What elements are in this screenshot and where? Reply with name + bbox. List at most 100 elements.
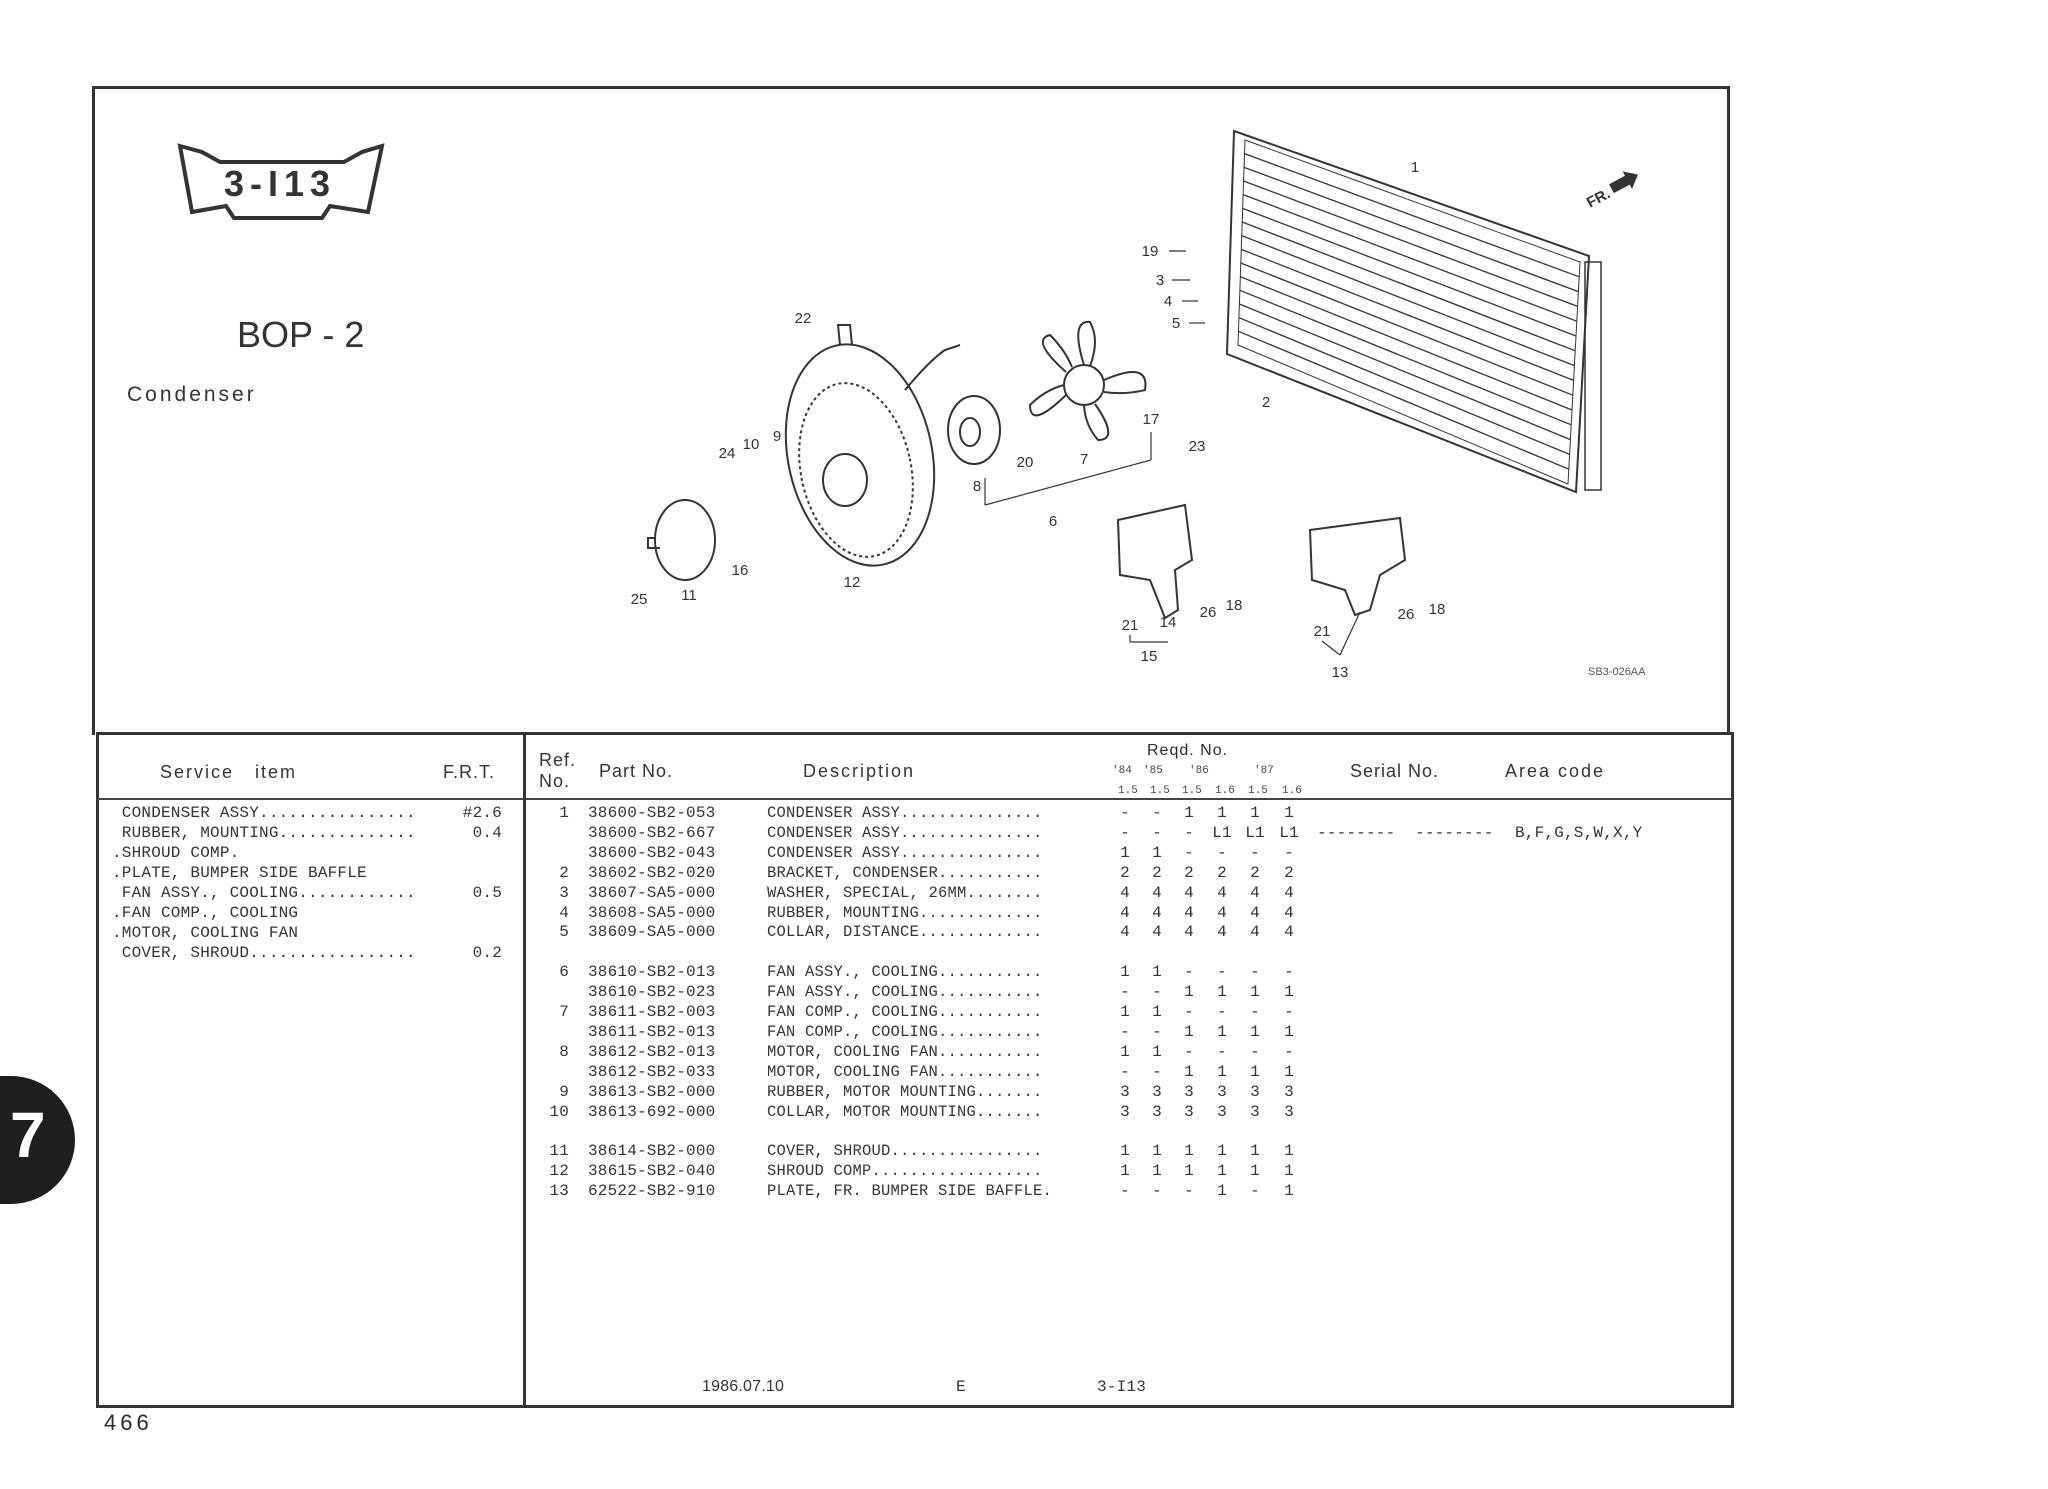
required-qty: -	[1250, 1182, 1260, 1201]
required-qty: -	[1250, 963, 1260, 982]
required-qty: 3	[1120, 1102, 1130, 1121]
required-qty: 1	[1184, 983, 1194, 1002]
required-qty: 4	[1217, 883, 1227, 902]
required-qty: 1	[1284, 1162, 1294, 1181]
area-code-header: Area code	[1505, 761, 1606, 781]
required-qty: 1	[1152, 1003, 1162, 1021]
table-frame	[96, 732, 1734, 1408]
required-qty: 1	[1217, 1182, 1227, 1201]
required-qty: 2	[1184, 863, 1194, 882]
required-qty: 2	[1250, 863, 1260, 882]
required-qty: 4	[1120, 903, 1130, 922]
fan-drawing	[1028, 320, 1147, 442]
part-number: 38608-SA5-000	[588, 903, 716, 922]
header-divider	[96, 798, 1731, 800]
description-header: Description	[803, 761, 916, 781]
footer-page-code: 3-I13	[1097, 1378, 1147, 1396]
callout-13: 13	[1332, 664, 1349, 681]
required-qty: 1	[1217, 1162, 1227, 1181]
required-qty: 1	[1217, 804, 1227, 822]
callout-7: 7	[1080, 451, 1088, 468]
required-qty: -	[1284, 843, 1294, 862]
part-description: RUBBER, MOUNTING.............	[767, 903, 1043, 922]
required-qty: -	[1152, 823, 1162, 842]
part-number: 38614-SB2-000	[588, 1142, 716, 1161]
required-qty: -	[1120, 804, 1130, 822]
required-qty: 1	[1184, 804, 1194, 822]
callout-26: 26	[1200, 604, 1217, 621]
callout-18: 18	[1429, 601, 1446, 618]
required-qty: 3	[1217, 1082, 1227, 1101]
required-qty: 1	[1184, 1162, 1194, 1181]
reqd-no-header: Reqd. No.	[1147, 742, 1229, 759]
callout-4: 4	[1164, 293, 1172, 310]
part-number: 38612-SB2-033	[588, 1062, 716, 1081]
callout-12: 12	[844, 574, 861, 591]
required-qty: 3	[1184, 1102, 1194, 1121]
serial-no-header: Serial No.	[1350, 761, 1440, 781]
condenser-drawing	[1225, 129, 1602, 494]
required-qty: 4	[1184, 903, 1194, 922]
required-qty: 1	[1284, 804, 1294, 822]
drawing-code: SB3-026AA	[1588, 666, 1646, 678]
ref-number: 2	[559, 863, 569, 882]
required-qty: 2	[1120, 863, 1130, 882]
part-description: CONDENSER ASSY...............	[767, 843, 1043, 862]
engine-size-header: 1.5	[1182, 785, 1202, 797]
callout-14: 14	[1160, 614, 1177, 631]
fan-shroud-drawing	[784, 324, 961, 567]
ref-number: 8	[559, 1042, 569, 1061]
required-qty: -	[1217, 963, 1227, 982]
required-qty: 1	[1250, 1022, 1260, 1041]
required-qty: 1	[1250, 1162, 1260, 1181]
engine-size-header: 1.6	[1215, 785, 1235, 797]
part-description: PLATE, FR. BUMPER SIDE BAFFLE.	[767, 1182, 1053, 1201]
required-qty: -	[1120, 823, 1130, 842]
required-qty: -	[1152, 804, 1162, 822]
required-qty: -	[1217, 1003, 1227, 1021]
part-number: 38612-SB2-013	[588, 1042, 716, 1061]
required-qty: 2	[1217, 863, 1227, 882]
part-number: 38600-SB2-053	[588, 804, 716, 822]
required-qty: 4	[1284, 883, 1294, 902]
ref-number: 1	[559, 804, 569, 822]
part-description: BRACKET, CONDENSER...........	[767, 863, 1043, 882]
part-number: 38613-SB2-000	[588, 1082, 716, 1101]
part-number: 38600-SB2-667	[588, 823, 716, 842]
callout-21: 21	[1122, 617, 1139, 634]
required-qty: 3	[1152, 1082, 1162, 1101]
part-description: COLLAR, MOTOR MOUNTING.......	[767, 1102, 1043, 1121]
callout-20: 20	[1017, 454, 1034, 471]
required-qty: 1	[1152, 1162, 1162, 1181]
callout-17: 17	[1143, 411, 1160, 428]
required-qty: 1	[1184, 1062, 1194, 1081]
service-item: .MOTOR, COOLING FAN	[112, 924, 299, 942]
required-qty: 3	[1120, 1082, 1130, 1101]
section-tab: 7	[0, 1076, 75, 1204]
service-item: RUBBER, MOUNTING..............	[112, 824, 416, 842]
required-qty: 4	[1284, 903, 1294, 922]
callout-10: 10	[743, 436, 760, 453]
required-qty: 1	[1284, 1182, 1294, 1201]
ref-number: 4	[559, 903, 569, 922]
service-item: .SHROUD COMP.	[112, 844, 240, 862]
frt-value: 0.4	[472, 824, 502, 842]
required-qty: 4	[1250, 923, 1260, 942]
part-description: CONDENSER ASSY...............	[767, 823, 1043, 842]
required-qty: 1	[1217, 1022, 1227, 1041]
callout-1: 1	[1411, 159, 1419, 176]
required-qty: 1	[1120, 1142, 1130, 1161]
callout-5: 5	[1172, 315, 1180, 332]
required-qty: -	[1217, 1042, 1227, 1061]
required-qty: 1	[1284, 1062, 1294, 1081]
shroud-cover-drawing	[647, 499, 716, 581]
part-number: 38610-SB2-023	[588, 983, 716, 1002]
required-qty: 3	[1152, 1102, 1162, 1121]
required-qty: 3	[1217, 1102, 1227, 1121]
column-divider	[523, 733, 526, 1405]
frt-header: F.R.T.	[443, 762, 496, 782]
part-description: MOTOR, COOLING FAN...........	[767, 1062, 1043, 1081]
required-qty: 1	[1284, 1022, 1294, 1041]
required-qty: L1	[1279, 823, 1299, 842]
